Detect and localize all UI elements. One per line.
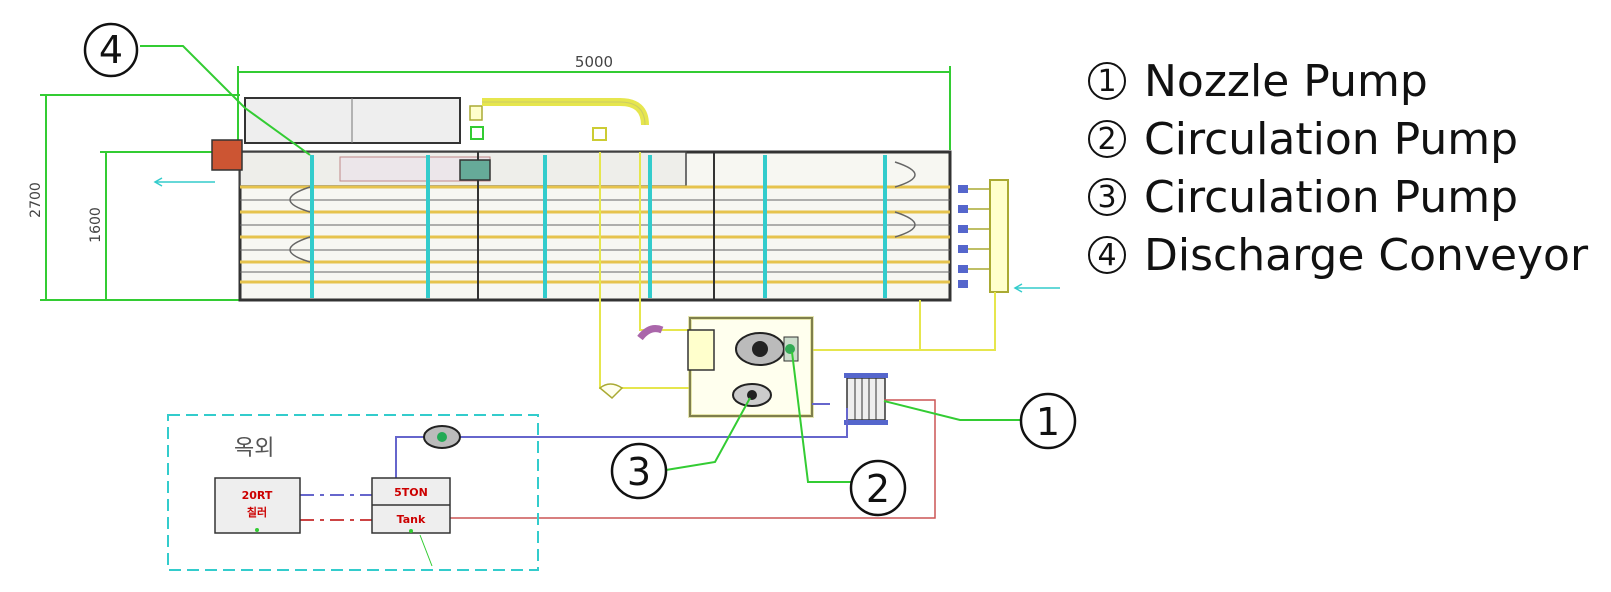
dimension-height-outer: 2700 (28, 182, 44, 218)
nozzle-pump-body (687, 329, 799, 371)
heat-exchanger (844, 373, 888, 425)
legend-label: Circulation Pump (1144, 113, 1519, 165)
legend-label: Discharge Conveyor (1144, 229, 1589, 281)
tank-name: Tank (397, 513, 426, 526)
callout-4-number: 4 (99, 28, 123, 72)
tank: 5TON Tank (371, 477, 451, 567)
dimension-length: 5000 (575, 53, 613, 71)
chiller-name: 칠러 (247, 505, 267, 519)
supply-line (395, 403, 848, 478)
dimension-lines (40, 66, 951, 301)
callout-1-number: 1 (1036, 400, 1060, 444)
callout-2: 2 (849, 459, 907, 517)
callout-2-number: 2 (866, 467, 890, 511)
main-frame (153, 139, 1060, 302)
outdoor-pump (423, 425, 461, 449)
legend-label: Nozzle Pump (1144, 55, 1428, 107)
chiller-capacity: 20RT (242, 489, 273, 502)
legend-item: 3 Circulation Pump (1088, 168, 1588, 226)
legend-item: 1 Nozzle Pump (1088, 52, 1588, 110)
outdoor-label: 옥외 (234, 436, 274, 461)
dimension-height-inner: 1600 (88, 207, 104, 243)
callout-3: 3 (610, 442, 668, 500)
legend: 1 Nozzle Pump 2 Circulation Pump 3 Circu… (1088, 52, 1588, 284)
chiller-link-lines (300, 494, 372, 521)
callout-3-number: 3 (627, 450, 651, 494)
legend-label: Circulation Pump (1144, 171, 1519, 223)
legend-number: 3 (1088, 178, 1126, 216)
tank-capacity: 5TON (394, 486, 428, 499)
legend-number: 2 (1088, 120, 1126, 158)
legend-item: 2 Circulation Pump (1088, 110, 1588, 168)
chiller: 20RT 칠러 (214, 477, 301, 534)
callout-4: 4 (83, 22, 139, 78)
circulation-pump-body (732, 383, 772, 407)
legend-number: 1 (1088, 62, 1126, 100)
legend-number: 4 (1088, 236, 1126, 274)
pump-skid (598, 316, 814, 418)
return-line (450, 399, 936, 519)
leader-lines (140, 45, 1020, 483)
callout-1: 1 (1019, 392, 1077, 450)
discharge-conveyor (244, 97, 649, 144)
legend-item: 4 Discharge Conveyor (1088, 226, 1588, 284)
outdoor-area (167, 414, 539, 571)
